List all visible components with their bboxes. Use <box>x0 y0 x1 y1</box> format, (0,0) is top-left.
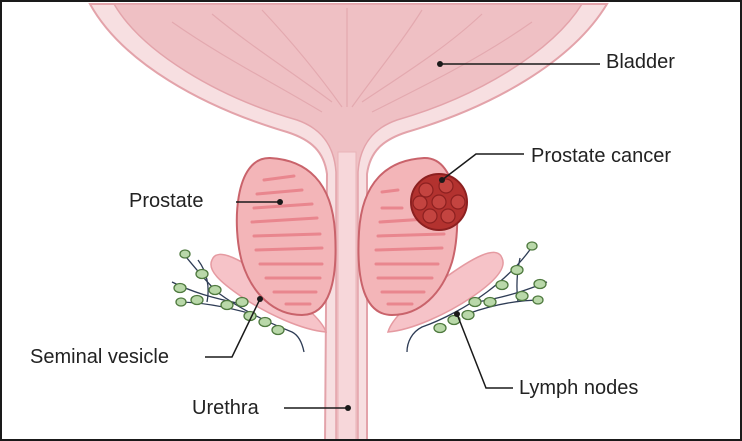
leader-prostate-cancer <box>442 154 524 180</box>
label-lymph-nodes: Lymph nodes <box>519 376 638 400</box>
label-bladder: Bladder <box>606 50 675 74</box>
tumor <box>411 174 467 230</box>
label-prostate: Prostate <box>129 189 203 213</box>
leader-lymph-nodes <box>457 314 513 388</box>
label-prostate-cancer: Prostate cancer <box>531 144 671 168</box>
label-seminal-vesicle: Seminal vesicle <box>30 345 169 369</box>
urethra <box>338 152 356 441</box>
label-urethra: Urethra <box>192 396 259 420</box>
